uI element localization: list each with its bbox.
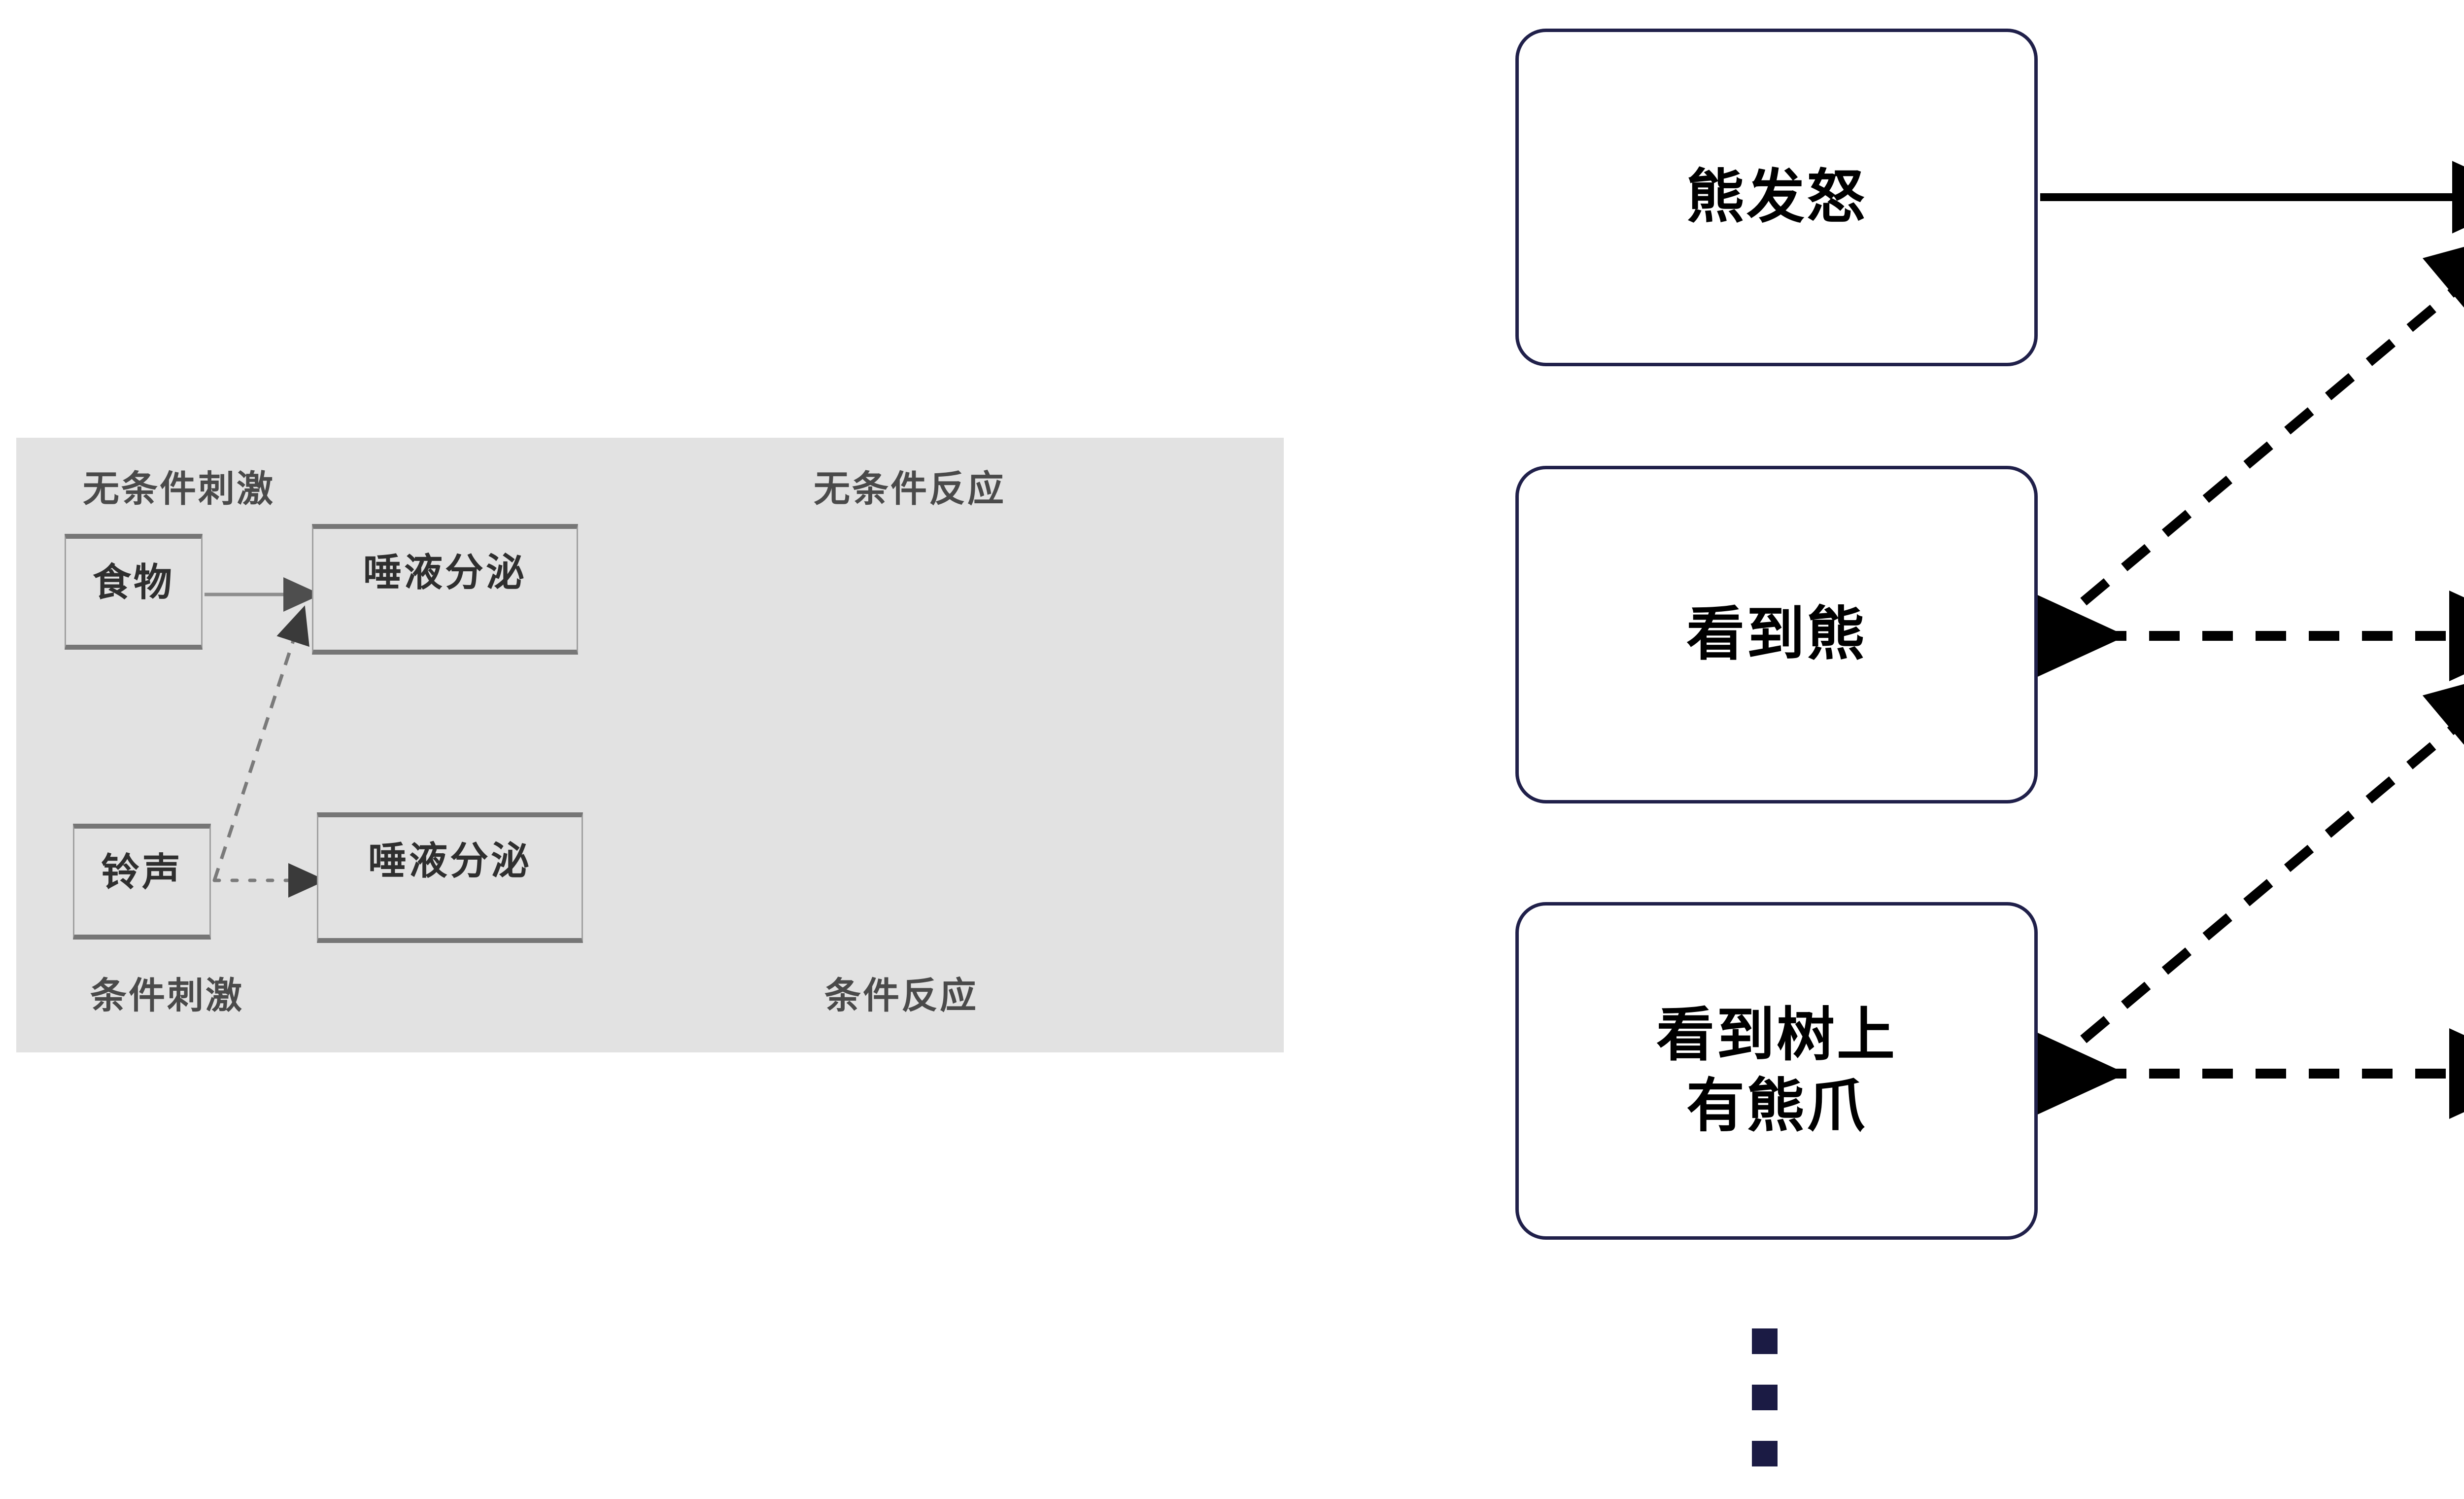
box-salivation-conditioned-label: 唾液分泌	[368, 839, 532, 882]
box-bell-label: 铃声	[101, 850, 183, 894]
box-salivation-unconditioned: 唾液分泌	[312, 524, 578, 655]
label-unconditioned-response: 无条件反应	[814, 468, 1006, 509]
ellipsis-dot	[1752, 1328, 1778, 1354]
box-salivation-unconditioned-label: 唾液分泌	[363, 551, 527, 594]
node-see-claw[interactable]: 看到树上 有熊爪	[1515, 902, 2038, 1240]
node-bear-angry[interactable]: 熊发怒	[1515, 29, 2038, 366]
label-conditioned-response: 条件反应	[824, 975, 978, 1016]
box-food-label: 食物	[92, 560, 174, 604]
node-see-bear-label: 看到熊	[1686, 601, 1867, 667]
label-unconditioned-stimulus: 无条件刺激	[83, 468, 275, 509]
arrow-bell-to-salivation-unconditioned	[212, 605, 309, 881]
classical-conditioning-panel: 无条件刺激 无条件反应 条件刺激 条件反应 食物 铃声 唾液分泌 唾液分泌	[16, 438, 1284, 1052]
label-conditioned-stimulus: 条件刺激	[90, 975, 244, 1016]
box-salivation-conditioned: 唾液分泌	[317, 812, 583, 943]
node-see-claw-label-line2: 有熊爪	[1686, 1073, 1867, 1139]
node-see-bear[interactable]: 看到熊	[1515, 466, 2038, 803]
ellipsis-left-column	[1752, 1328, 1778, 1466]
td-learning-diagram: 熊发怒 看到熊 看到树上 有熊爪 奖励 V(s′) V(s)	[1454, 0, 2464, 1499]
box-bell: 铃声	[73, 824, 211, 940]
ellipsis-dot	[1752, 1441, 1778, 1466]
arrow-see-claw-to-v-s-prime	[2039, 666, 2464, 1078]
ellipsis-dot	[1752, 1385, 1778, 1410]
node-see-claw-label: 看到树上 有熊爪	[1656, 1000, 1897, 1142]
right-diagram-arrow-layer	[2028, 161, 2464, 1119]
left-panel-arrow-layer	[205, 577, 326, 898]
node-bear-angry-label: 熊发怒	[1686, 164, 1867, 230]
node-see-claw-label-line1: 看到树上	[1656, 1002, 1897, 1068]
arrow-see-bear-to-reward	[2039, 229, 2464, 640]
box-food: 食物	[65, 534, 203, 650]
